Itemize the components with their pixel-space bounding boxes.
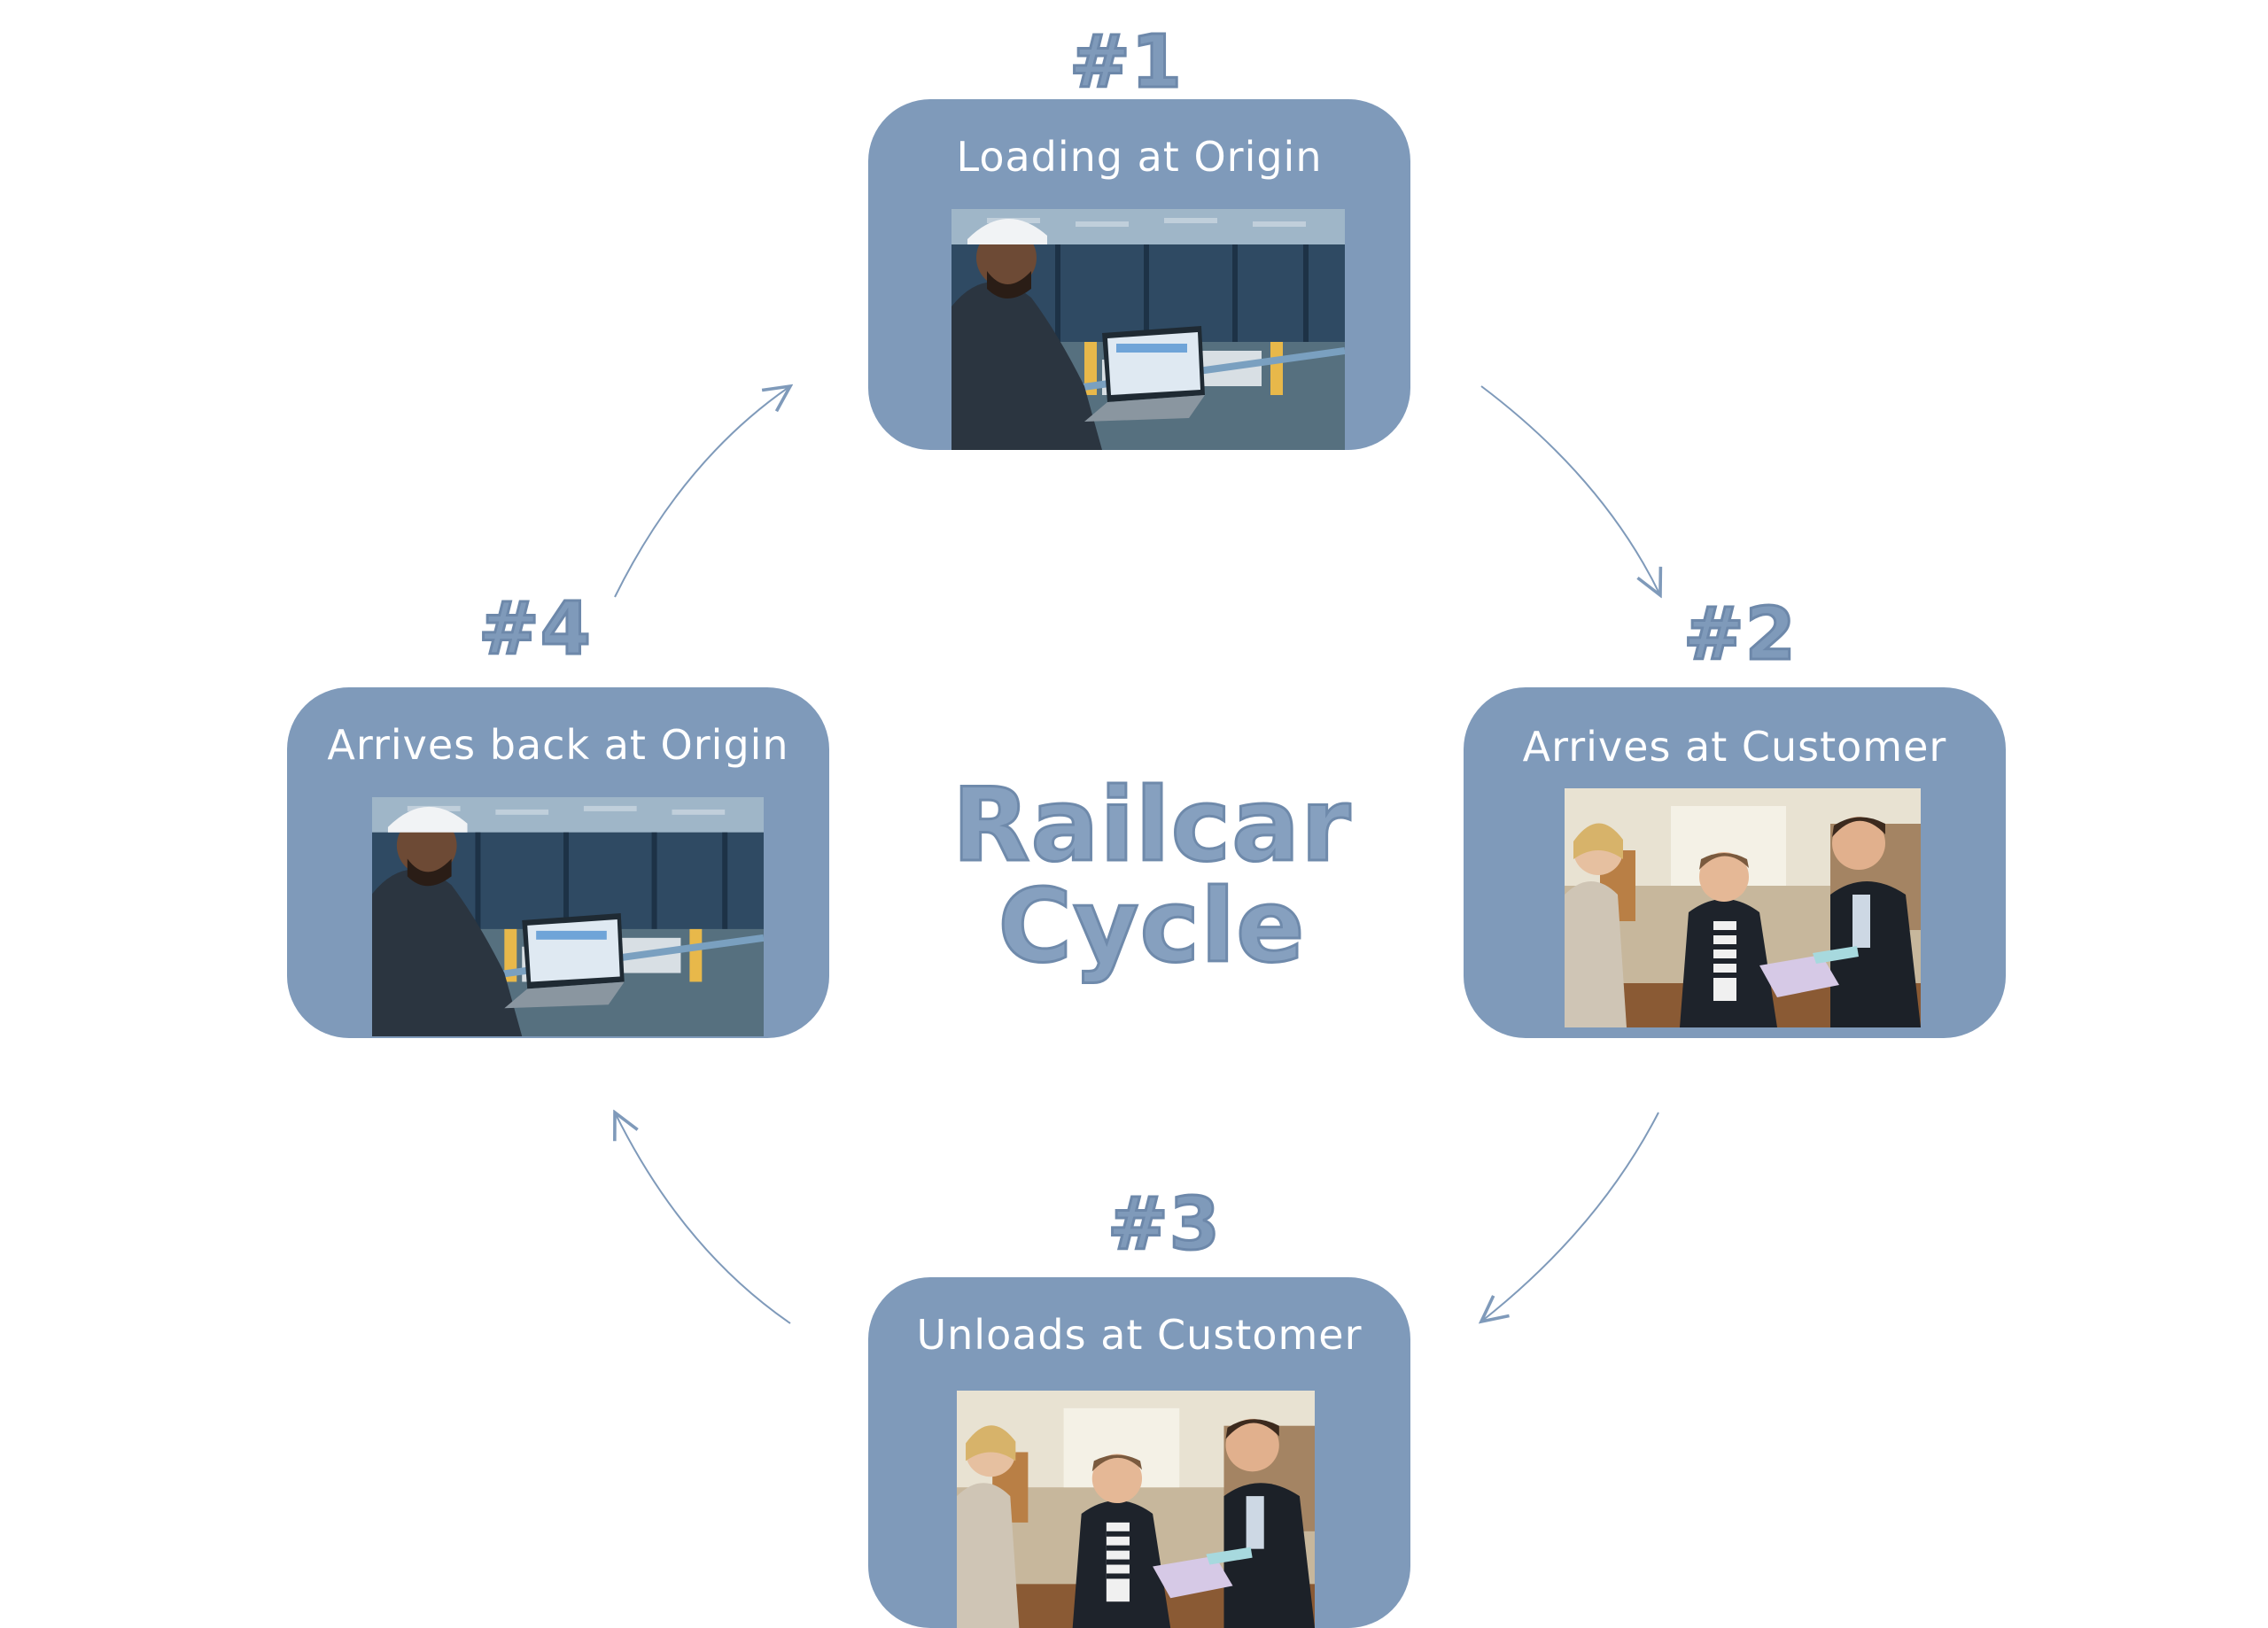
step-2-card: Arrives at Customer: [1464, 687, 2006, 1038]
step-4-number: #4: [478, 587, 593, 671]
arrow-3-to-4: [615, 1112, 791, 1324]
arrow-4-to-1: [614, 386, 790, 598]
office-team-laptop-photo: [1565, 788, 1921, 1027]
office-team-laptop-photo: [957, 1391, 1315, 1628]
arrow-2-to-3: [1481, 1112, 1659, 1322]
step-2-label: Arrives at Customer: [1522, 723, 1947, 771]
step-3-label: Unloads at Customer: [916, 1311, 1363, 1359]
step-1-number: #1: [1068, 20, 1184, 105]
factory-engineer-laptop-photo: [951, 209, 1345, 450]
factory-engineer-laptop-photo: [372, 797, 764, 1036]
step-4-label: Arrives back at Origin: [327, 721, 789, 769]
step-3-number: #3: [1107, 1182, 1222, 1267]
diagram-title: Railcar Cycle: [951, 766, 1352, 985]
step-1-card: Loading at Origin: [868, 99, 1410, 450]
arrow-1-to-2: [1480, 385, 1660, 595]
step-3-card: Unloads at Customer: [868, 1277, 1410, 1628]
step-2-number: #2: [1682, 593, 1798, 677]
step-4-card: Arrives back at Origin: [287, 687, 829, 1038]
step-1-label: Loading at Origin: [956, 133, 1323, 181]
